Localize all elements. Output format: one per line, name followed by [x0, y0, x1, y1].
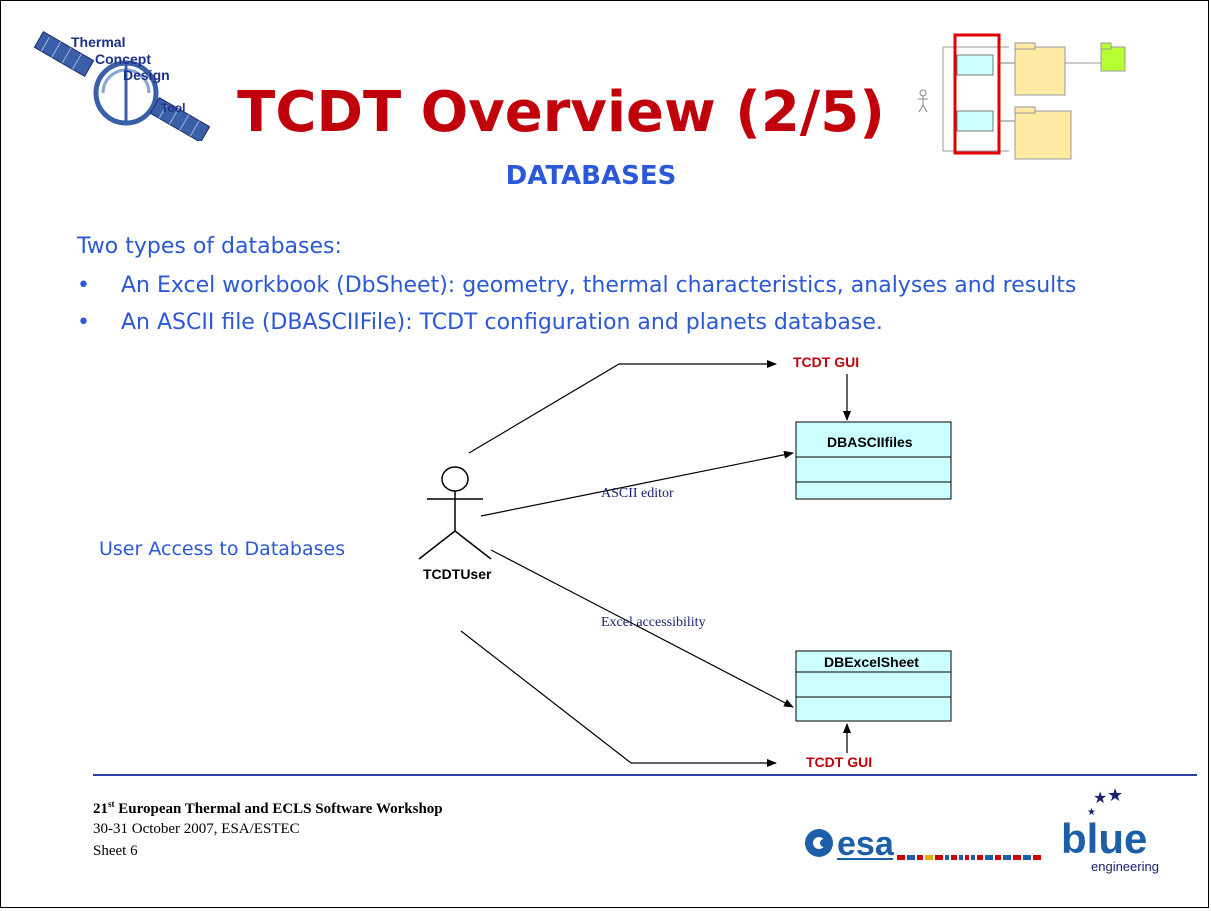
edge-excel-access — [490, 549, 794, 708]
esa-logo: esa — [805, 825, 1041, 863]
blue-logo-subtext: engineering — [1091, 859, 1159, 874]
edge-ascii-editor — [480, 450, 794, 517]
satellite-icon — [33, 31, 211, 141]
logo-text-2: Concept — [95, 51, 151, 67]
bullet-text: An Excel workbook (DbSheet): geometry, t… — [121, 273, 1077, 298]
logo-text-4: Tool — [161, 101, 185, 115]
bullet-dot: • — [77, 273, 90, 298]
workshop-title: European Thermal and ECLS Software Works… — [114, 801, 443, 817]
bullet-text: An ASCII file (DBASCIIFile): TCDT config… — [121, 310, 883, 335]
class-box-excel — [795, 650, 952, 722]
logo-text-1: Thermal — [71, 34, 125, 50]
edge-excel-label: Excel accessibility — [601, 615, 706, 630]
footer-workshop-title: 21st European Thermal and ECLS Software … — [93, 799, 443, 818]
gui-top-label: TCDT GUI — [793, 354, 859, 370]
esa-logo-text: esa — [837, 825, 895, 863]
page-title: TCDT Overview (2/5) — [237, 80, 885, 145]
footer-divider — [93, 774, 1197, 776]
actor-icon — [418, 466, 492, 560]
bullet-item-ascii: • An ASCII file (DBASCIIFile): TCDT confi… — [77, 310, 883, 335]
gui-bottom-label: TCDT GUI — [806, 754, 872, 770]
svg-text:★: ★ — [1093, 788, 1107, 807]
footer-date: 30-31 October 2007, ESA/ESTEC — [93, 821, 300, 837]
actor-label: TCDTUser — [423, 566, 492, 582]
edge-actor-gui-bottom — [460, 630, 777, 767]
svg-text:★: ★ — [1087, 807, 1096, 818]
workshop-suffix: st — [108, 799, 115, 809]
edge-actor-gui-top — [468, 360, 777, 454]
footer-sheet: Sheet 6 — [93, 843, 138, 859]
class-ascii-name: DBASCIIfiles — [827, 434, 913, 450]
svg-text:★: ★ — [1107, 785, 1123, 806]
logo-text-3: Design — [123, 67, 170, 83]
workshop-number: 21 — [93, 801, 108, 817]
blue-logo-text: blue — [1061, 815, 1147, 862]
class-excel-name: DBExcelSheet — [824, 654, 919, 670]
bullet-item-excel: • An Excel workbook (DbSheet): geometry, … — [77, 273, 1076, 298]
blue-engineering-logo: ★ ★ ★ blue engineering — [1061, 785, 1159, 874]
page-subtitle: DATABASES — [505, 161, 677, 191]
flags-strip — [897, 855, 1041, 860]
side-label: User Access to Databases — [99, 538, 346, 560]
intro-text: Two types of databases: — [77, 234, 342, 259]
edge-ascii-label: ASCII editor — [601, 486, 674, 501]
bullet-dot: • — [77, 310, 90, 335]
stars-icon: ★ ★ ★ — [1087, 785, 1123, 818]
tcdt-logo: Thermal Concept Design Tool — [33, 31, 211, 141]
class-box-ascii — [795, 421, 952, 500]
overview-thumbnail — [913, 23, 1153, 163]
